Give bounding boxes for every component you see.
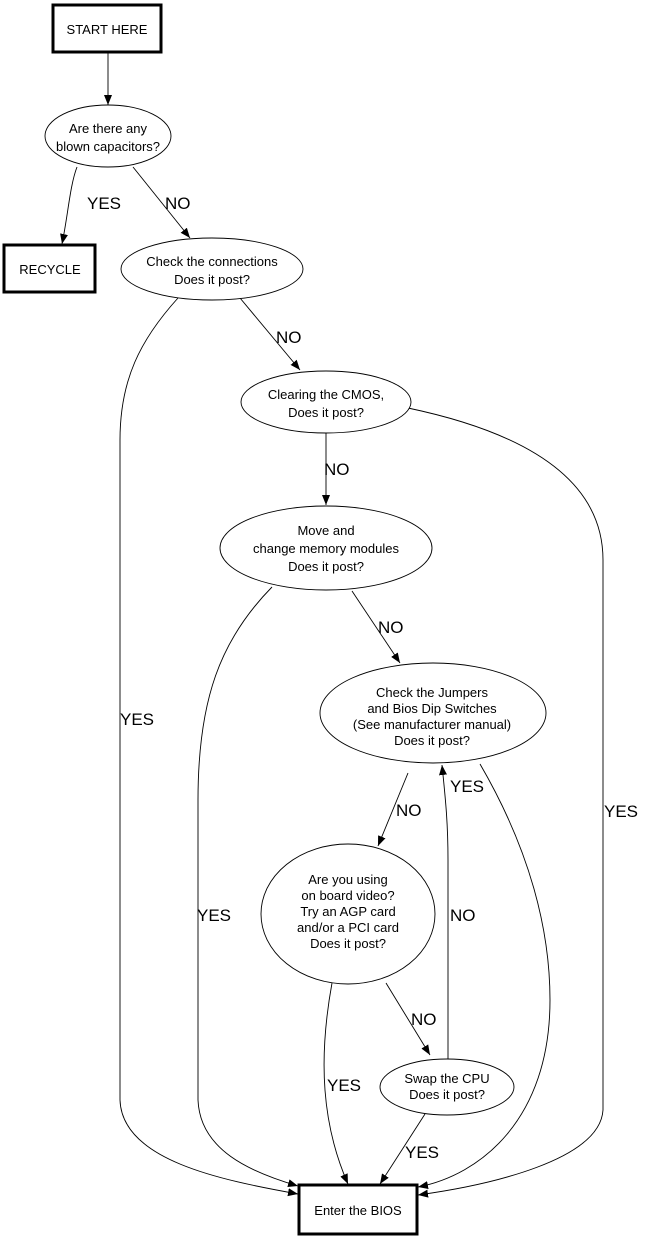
edge-memory-bios [197,586,299,1188]
node-label: blown capacitors? [56,139,160,154]
edge-connections-cmos [239,297,301,371]
edge-label: NO [165,194,191,213]
node-connections: Check the connections Does it post? [120,237,304,301]
edge-label: YES [87,194,121,213]
node-label: (See manufacturer manual) [353,717,511,732]
edge-label: YES [197,906,231,925]
node-cmos: Clearing the CMOS, Does it post? [240,370,412,434]
node-bios: Enter the BIOS [297,1183,419,1236]
node-label: Check the Jumpers [376,685,488,700]
node-video: Are you using on board video? Try an AGP… [260,843,436,985]
edge-jumpers-bios [417,763,551,1190]
node-label: Are you using [308,872,388,887]
node-label: Enter the BIOS [314,1203,402,1218]
node-label: Check the connections [146,254,278,269]
node-label: on board video? [301,888,394,903]
edge-cpu-bios [379,1113,426,1185]
node-label: and Bios Dip Switches [367,701,497,716]
node-jumpers: Check the Jumpers and Bios Dip Switches … [319,662,547,764]
node-label: and/or a PCI card [297,920,399,935]
edge-jumpers-video [377,772,409,847]
node-cpu: Swap the CPU Does it post? [379,1058,515,1116]
edge-connections-bios [119,297,299,1197]
node-label: Move and [297,523,354,538]
node-label: RECYCLE [19,262,81,277]
edge-label: NO [276,328,302,347]
edge-video-cpu [385,982,431,1056]
edge-label: NO [378,618,404,637]
edge-memory-jumpers [351,590,401,664]
node-label: START HERE [67,22,148,37]
edge-label: YES [405,1143,439,1162]
node-label: Does it post? [409,1087,485,1102]
edge-cpu-jumpers [439,764,449,1060]
edge-capacitors-recycle [60,166,78,245]
node-label: Does it post? [394,733,470,748]
edge-capacitors-connections [132,166,191,239]
node-label: Does it post? [174,272,250,287]
node-recycle: RECYCLE [2,243,97,294]
edge-label: YES [327,1076,361,1095]
node-start: START HERE [51,3,163,54]
node-label: Does it post? [310,936,386,951]
edge-label: NO [396,801,422,820]
node-label: Does it post? [288,559,364,574]
node-capacitors: Are there any blown capacitors? [44,104,172,168]
node-label: Swap the CPU [404,1071,489,1086]
node-label: Are there any [69,121,148,136]
edge-video-bios [323,982,349,1185]
node-label: Does it post? [288,405,364,420]
node-label: Clearing the CMOS, [268,387,384,402]
node-memory: Move and change memory modules Does it p… [219,505,433,591]
edge-label: YES [120,710,154,729]
node-label: Try an AGP card [300,904,395,919]
edge-label: NO [411,1010,437,1029]
edge-label: NO [450,906,476,925]
edge-label: NO [324,460,350,479]
node-label: change memory modules [253,541,399,556]
edge-label: YES [450,777,484,796]
edge-cmos-bios [407,407,604,1198]
edge-label: YES [604,802,638,821]
